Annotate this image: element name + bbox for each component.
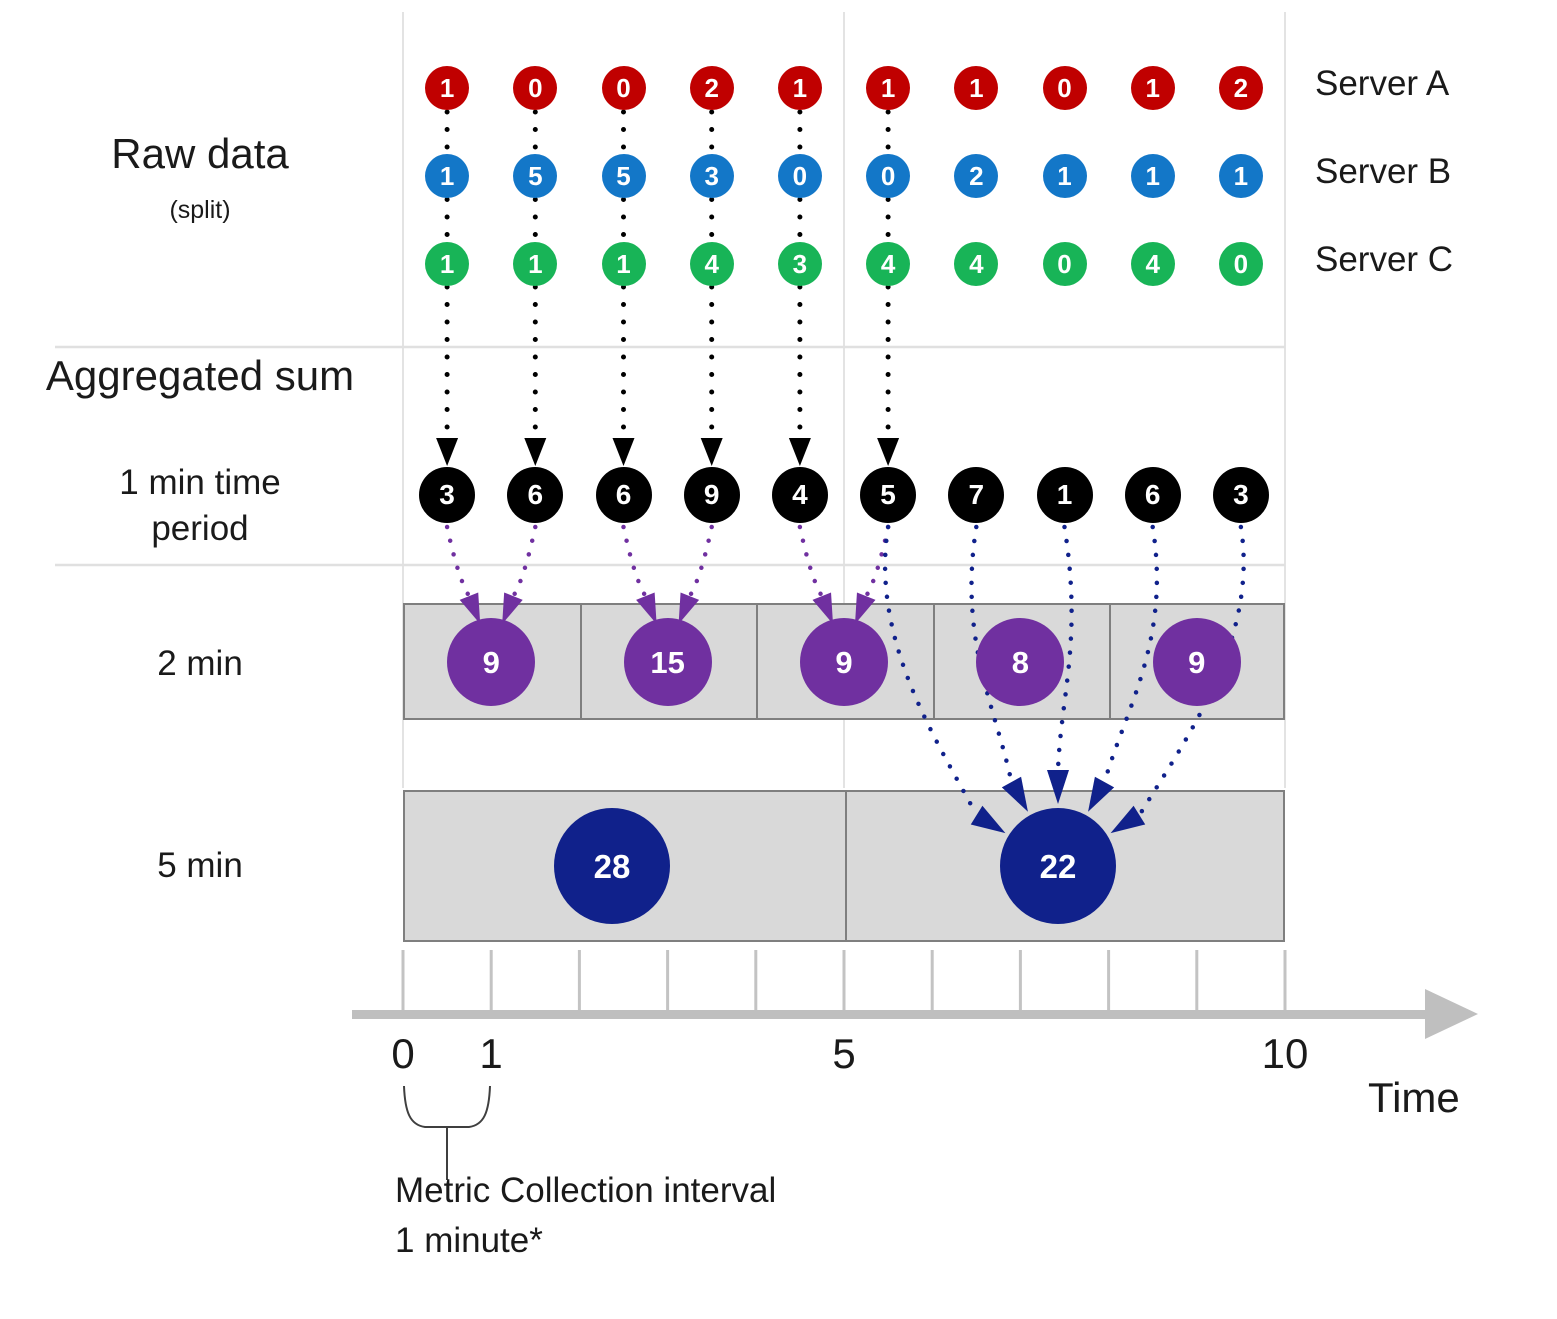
axis-tick-label-1: 1 — [479, 1030, 503, 1077]
one-min-sum-2: 6 — [507, 467, 564, 523]
server-c-value-10: 0 — [1218, 242, 1263, 286]
server-a-value-8: 0 — [1042, 66, 1087, 110]
arrowhead — [788, 438, 811, 466]
dotted-connector — [444, 524, 472, 599]
arrowhead — [877, 438, 900, 466]
aggregated-sum-label: Aggregated sum — [45, 352, 355, 399]
bucket-cell-divider — [756, 605, 758, 718]
server-a-value-3: 0 — [601, 66, 646, 110]
one-min-sum-10: 3 — [1212, 467, 1269, 523]
server-c-label: Server C — [1315, 240, 1454, 279]
server-c-value-4: 4 — [689, 242, 734, 286]
one-min-sum-5: 4 — [771, 467, 828, 523]
server-c-value-7: 4 — [954, 242, 999, 286]
server-b-value-8: 1 — [1042, 154, 1087, 198]
server-c-value-5: 3 — [777, 242, 822, 286]
server-a-value-10: 2 — [1218, 66, 1263, 110]
time-axis-arrow — [1425, 989, 1478, 1039]
server-b-value-9: 1 — [1130, 154, 1175, 198]
server-c-value-6: 4 — [866, 242, 911, 286]
server-c-value-8: 0 — [1042, 242, 1087, 286]
server-b-value-2: 5 — [513, 154, 558, 198]
one-min-sum-7: 7 — [948, 467, 1005, 523]
collection-interval-annotation: Metric Collection interval 1 minute* — [395, 1166, 776, 1265]
server-b-value-5: 0 — [777, 154, 822, 198]
five-min-bucket-box — [403, 790, 1285, 942]
server-c-value-2: 1 — [513, 242, 558, 286]
one-min-sum-4: 9 — [683, 467, 740, 523]
time-axis-title: Time — [1368, 1074, 1460, 1121]
server-b-value-7: 2 — [954, 154, 999, 198]
one-min-sum-1: 3 — [419, 467, 476, 523]
one-min-sum-9: 6 — [1124, 467, 1181, 523]
collection-interval-annotation-line1: Metric Collection interval — [395, 1171, 777, 1210]
collection-interval-annotation-line2: 1 minute* — [395, 1220, 543, 1260]
dotted-connector — [863, 524, 891, 599]
dotted-connector — [621, 524, 648, 599]
arrowhead — [524, 438, 547, 466]
two-min-sum-2: 15 — [623, 618, 712, 706]
two-min-label: 2 min — [157, 644, 243, 683]
bucket-cell-divider — [580, 605, 582, 718]
server-b-value-6: 0 — [866, 154, 911, 198]
raw-data-label: Raw data — [111, 130, 289, 177]
server-b-label: Server B — [1315, 152, 1452, 191]
server-a-value-4: 2 — [689, 66, 734, 110]
server-a-value-1: 1 — [425, 66, 470, 110]
one-min-period-label-line2: period — [151, 508, 249, 548]
server-a-value-6: 1 — [866, 66, 911, 110]
five-min-sum-2: 22 — [1000, 808, 1116, 924]
two-min-sum-1: 9 — [447, 618, 536, 706]
server-a-value-9: 1 — [1130, 66, 1175, 110]
arrowhead — [700, 438, 723, 466]
one-min-period-label: 1 min time period — [30, 460, 370, 551]
dotted-connector — [687, 524, 714, 599]
axis-tick-label-5: 5 — [832, 1030, 856, 1077]
split-label: (split) — [169, 196, 231, 224]
server-b-value-3: 5 — [601, 154, 646, 198]
one-min-sum-3: 6 — [595, 467, 652, 523]
server-a-label: Server A — [1315, 64, 1450, 103]
server-b-value-10: 1 — [1218, 154, 1263, 198]
server-c-value-9: 4 — [1130, 242, 1175, 286]
bucket-cell-divider — [845, 792, 847, 940]
two-min-sum-3: 9 — [800, 618, 888, 706]
five-min-label: 5 min — [157, 846, 243, 885]
arrowhead — [612, 438, 635, 466]
time-axis-line — [352, 1010, 1430, 1019]
two-min-sum-4: 8 — [976, 618, 1065, 706]
one-min-period-label-line1: 1 min time — [119, 463, 281, 502]
one-min-sum-6: 5 — [860, 467, 917, 523]
dotted-connector — [511, 524, 538, 599]
server-c-value-1: 1 — [425, 242, 470, 286]
axis-tick-label-10: 10 — [1261, 1030, 1309, 1077]
server-a-value-5: 1 — [777, 66, 822, 110]
bucket-cell-divider — [1109, 605, 1111, 718]
server-a-value-2: 0 — [513, 66, 558, 110]
two-min-sum-5: 9 — [1152, 618, 1241, 706]
axis-tick-label-0: 0 — [391, 1030, 415, 1077]
server-c-value-3: 1 — [601, 242, 646, 286]
one-min-sum-8: 1 — [1036, 467, 1093, 523]
server-b-value-1: 1 — [425, 154, 470, 198]
bucket-cell-divider — [933, 605, 935, 718]
dotted-connector — [797, 524, 825, 599]
five-min-sum-1: 28 — [554, 808, 670, 924]
server-b-value-4: 3 — [689, 154, 734, 198]
server-a-value-7: 1 — [954, 66, 999, 110]
arrowhead — [436, 438, 459, 466]
